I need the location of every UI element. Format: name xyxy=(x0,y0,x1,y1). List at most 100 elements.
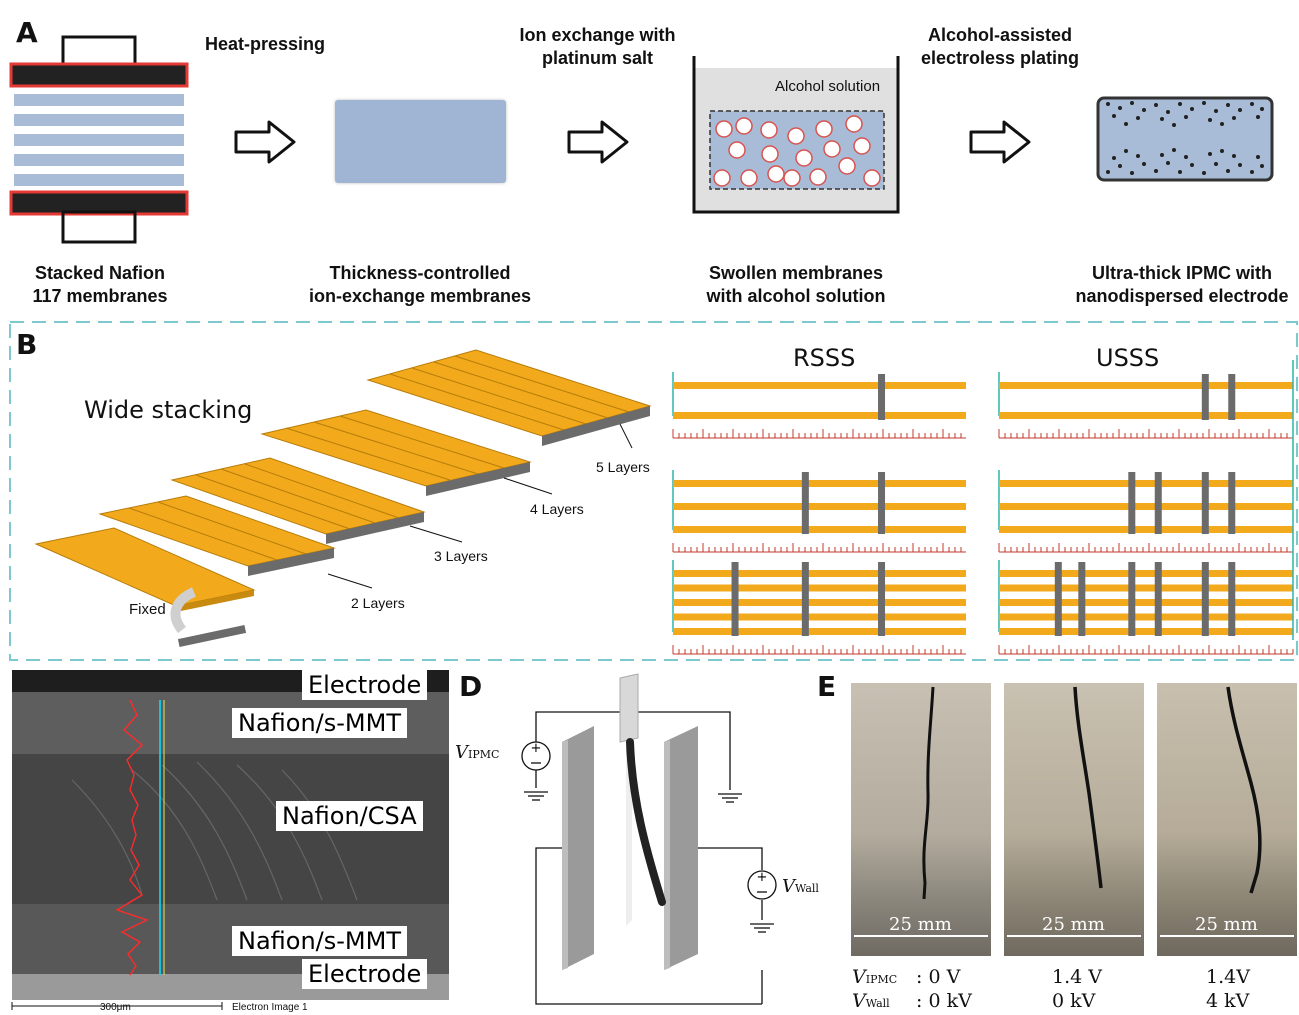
wall-value-1: : 0 kV xyxy=(916,990,972,1012)
rsss-usss-diagrams xyxy=(672,360,1294,655)
v-wall-label: VWall xyxy=(782,876,819,897)
stack-strip xyxy=(999,503,1293,510)
step4-bottom: Ultra-thick IPMC with nanodispersed elec… xyxy=(1075,263,1289,306)
layers-3-label: 3 Layers xyxy=(434,548,488,564)
ipmc-value-2: 1.4 V xyxy=(1052,966,1102,988)
step1-bottom: Stacked Nafion 117 membranes xyxy=(32,263,168,306)
nafion-smmt-top-label: Nafion/s-MMT xyxy=(232,708,407,738)
stack-strip xyxy=(999,570,1293,577)
panel-b-letter: B xyxy=(16,328,38,361)
stack-clamp xyxy=(1078,562,1086,636)
stack-strip xyxy=(999,480,1293,487)
stack-clamp xyxy=(1201,374,1209,420)
stack-clamp xyxy=(801,472,809,534)
sem-caption: Electron Image 1 xyxy=(232,1002,308,1013)
stack-strip xyxy=(673,480,966,487)
sem-overlay xyxy=(11,699,358,1010)
svg-text:+: + xyxy=(757,870,768,885)
wide-stacking-diagram xyxy=(34,349,652,647)
electrode-top-label: Electrode xyxy=(302,670,428,700)
scale-label-2: 25 mm xyxy=(1042,914,1105,935)
svg-text:+: + xyxy=(531,741,542,756)
stack-strip xyxy=(673,503,966,510)
stack-strip xyxy=(999,599,1293,606)
bath-label: Alcohol solution xyxy=(775,78,881,95)
ipmc-electrode xyxy=(1096,96,1274,182)
arrow-icon xyxy=(234,120,296,164)
sem-scale-label: 300μm xyxy=(100,1002,131,1013)
stack-strip xyxy=(999,628,1293,635)
step3-top: Alcohol-assisted electroless plating xyxy=(920,25,1080,68)
row1-symbol: V xyxy=(852,966,866,988)
step3-bottom: Swollen membranes with alcohol solution xyxy=(706,263,886,306)
arrow-icon xyxy=(567,120,629,164)
v-ipmc-symbol: V xyxy=(455,742,468,763)
stack-clamp xyxy=(1128,562,1136,636)
stack-clamp xyxy=(801,562,809,636)
row1-sub: IPMC xyxy=(865,973,898,986)
stack-clamp xyxy=(1154,562,1162,636)
nafion-smmt-bottom-label: Nafion/s-MMT xyxy=(232,926,407,956)
nafion-csa-label: Nafion/CSA xyxy=(276,801,423,831)
stack-clamp xyxy=(878,374,886,420)
stack-strip xyxy=(999,584,1293,592)
photo-frame-2 xyxy=(1004,683,1144,956)
stack-strip xyxy=(673,584,966,592)
stack-strip xyxy=(673,526,966,533)
wide-stacking-title: Wide stacking xyxy=(84,396,253,424)
v-wall-symbol: V xyxy=(782,876,795,897)
wall-value-3: 4 kV xyxy=(1206,990,1250,1012)
stack-clamp xyxy=(1128,472,1136,534)
stack-strip xyxy=(999,613,1293,621)
heat-press-stack xyxy=(9,35,189,244)
stack-clamp xyxy=(731,562,739,636)
fixed-label: Fixed xyxy=(129,601,166,618)
step2-top: Ion exchange with platinum salt xyxy=(519,25,676,68)
row2-sub: Wall xyxy=(865,997,890,1010)
ipmc-value-3: 1.4V xyxy=(1206,966,1250,988)
stack-clamp xyxy=(1201,562,1209,636)
stack-strip xyxy=(999,526,1293,533)
stack-clamp xyxy=(1054,562,1062,636)
row2-label: VWall xyxy=(852,990,890,1012)
circuit-diagram: + + xyxy=(521,673,777,1005)
electrode-bottom-label: Electrode xyxy=(302,959,428,989)
stack-strip xyxy=(673,412,966,419)
stack-clamp xyxy=(1228,562,1236,636)
stack-clamp xyxy=(1201,472,1209,534)
scale-label-1: 25 mm xyxy=(889,914,952,935)
alcohol-bath xyxy=(692,56,900,214)
panel-a-letter: A xyxy=(16,16,38,49)
layers-5-label: 5 Layers xyxy=(596,459,650,475)
rsss-title: RSSS xyxy=(793,344,856,372)
stack-strip xyxy=(673,613,966,621)
wall-value-2: 0 kV xyxy=(1052,990,1096,1012)
stack-strip xyxy=(673,382,966,389)
stack-clamp xyxy=(1154,472,1162,534)
stack-clamp xyxy=(1228,374,1236,420)
panel-b-frame xyxy=(9,321,1298,661)
stack-clamp xyxy=(1228,472,1236,534)
arrow-icon xyxy=(969,120,1031,164)
v-wall-sub: Wall xyxy=(795,882,819,895)
layers-2-label: 2 Layers xyxy=(351,595,405,611)
step2-bottom: Thickness-controlled ion-exchange membra… xyxy=(308,263,532,306)
usss-title: USSS xyxy=(1096,344,1160,372)
stack-clamp xyxy=(878,562,886,636)
stack-strip xyxy=(673,628,966,635)
v-ipmc-label: VIPMC xyxy=(455,742,499,763)
stack-strip xyxy=(673,570,966,577)
photo-frame-1 xyxy=(851,683,991,956)
stack-strip xyxy=(999,412,1293,419)
row1-label: VIPMC xyxy=(852,966,897,988)
stack-strip xyxy=(999,382,1293,389)
ipmc-value-1: : 0 V xyxy=(916,966,961,988)
panel-d-letter: D xyxy=(459,670,483,703)
panel-e-letter: E xyxy=(817,670,837,703)
stack-strip xyxy=(673,599,966,606)
step1-top: Heat-pressing xyxy=(204,34,326,54)
ipmc-photos-overlay xyxy=(854,686,1294,937)
v-ipmc-sub: IPMC xyxy=(468,748,500,761)
scale-label-3: 25 mm xyxy=(1195,914,1258,935)
photo-frame-3 xyxy=(1157,683,1297,956)
